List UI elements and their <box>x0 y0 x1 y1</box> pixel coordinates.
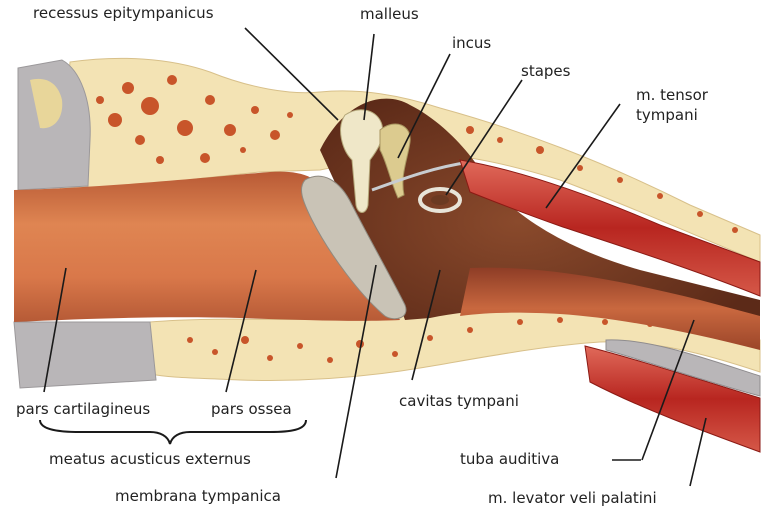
meatus-brace <box>40 420 306 444</box>
label-tensor-line1: m. tensor <box>636 86 708 104</box>
label-pars-cartilagineus: pars cartilagineus <box>16 400 150 418</box>
label-malleus: malleus <box>360 5 419 23</box>
label-tensor-line2: tympani <box>636 106 698 124</box>
label-pars-ossea: pars ossea <box>211 400 292 418</box>
stapes-footplate <box>431 195 449 205</box>
label-stapes: stapes <box>521 62 570 80</box>
label-meatus-acusticus-externus: meatus acusticus externus <box>49 450 251 468</box>
label-membrana-tympanica: membrana tympanica <box>115 487 281 505</box>
label-incus: incus <box>452 34 491 52</box>
auricular-cartilage-lower <box>14 322 156 388</box>
label-cavitas-tympani: cavitas tympani <box>399 392 519 410</box>
label-tuba-auditiva: tuba auditiva <box>460 450 559 468</box>
label-recessus-epitympanicus: recessus epitympanicus <box>33 4 214 22</box>
auricular-cartilage-upper <box>18 60 90 190</box>
label-levator-veli-palatini: m. levator veli palatini <box>488 489 657 507</box>
